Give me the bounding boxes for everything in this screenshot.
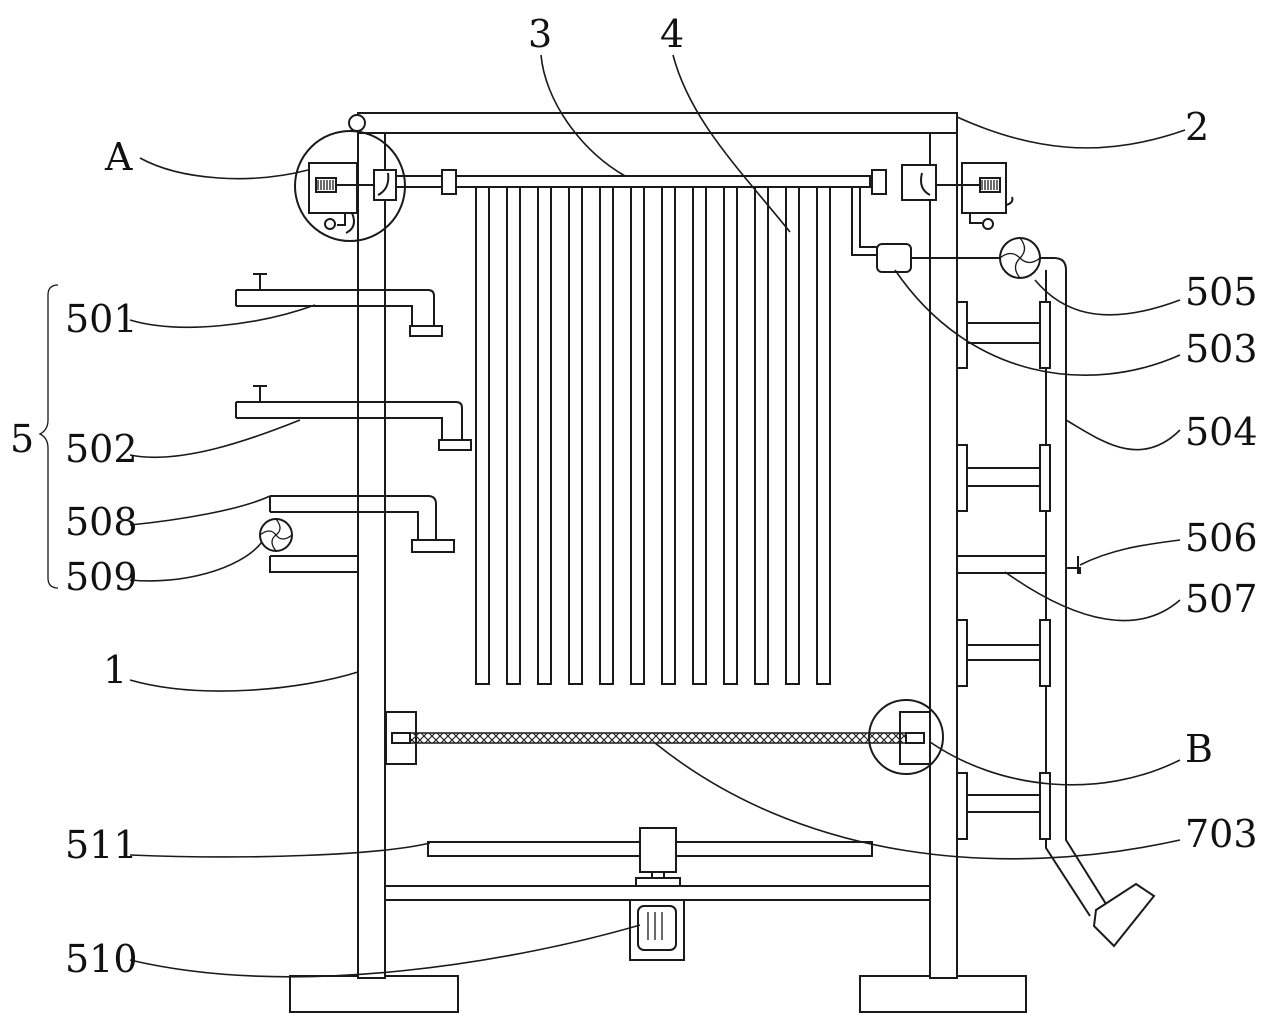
label-1: 1 [103,648,127,692]
label-b: B [1185,727,1213,771]
label-703: 703 [1185,812,1258,856]
label-509: 509 [65,555,138,599]
left-nozzles [235,273,472,573]
label-3: 3 [528,12,552,56]
frame [289,112,1027,1013]
label-2: 2 [1185,105,1209,149]
right-brackets [956,301,1051,840]
label-504: 504 [1185,410,1258,454]
mesh-screen [385,699,944,775]
label-508: 508 [65,500,138,544]
right-pipes [851,187,1156,948]
filter-assembly [394,169,887,685]
label-511: 511 [65,823,138,867]
filter-plates [475,186,831,685]
detail-a-clamp [294,130,406,242]
bottom-drive [427,827,873,961]
label-503: 503 [1185,327,1258,371]
label-510: 510 [65,937,138,981]
labels: A 3 4 2 501 502 5 508 509 1 505 503 504 … [10,12,1258,981]
leader-lines [38,54,1186,978]
label-506: 506 [1185,516,1258,560]
label-4: 4 [660,12,684,56]
label-502: 502 [65,427,138,471]
label-507: 507 [1185,577,1258,621]
right-clamp [901,162,1014,230]
label-501: 501 [65,297,138,341]
label-5: 5 [10,417,34,461]
label-505: 505 [1185,270,1258,314]
label-a: A [104,135,133,179]
